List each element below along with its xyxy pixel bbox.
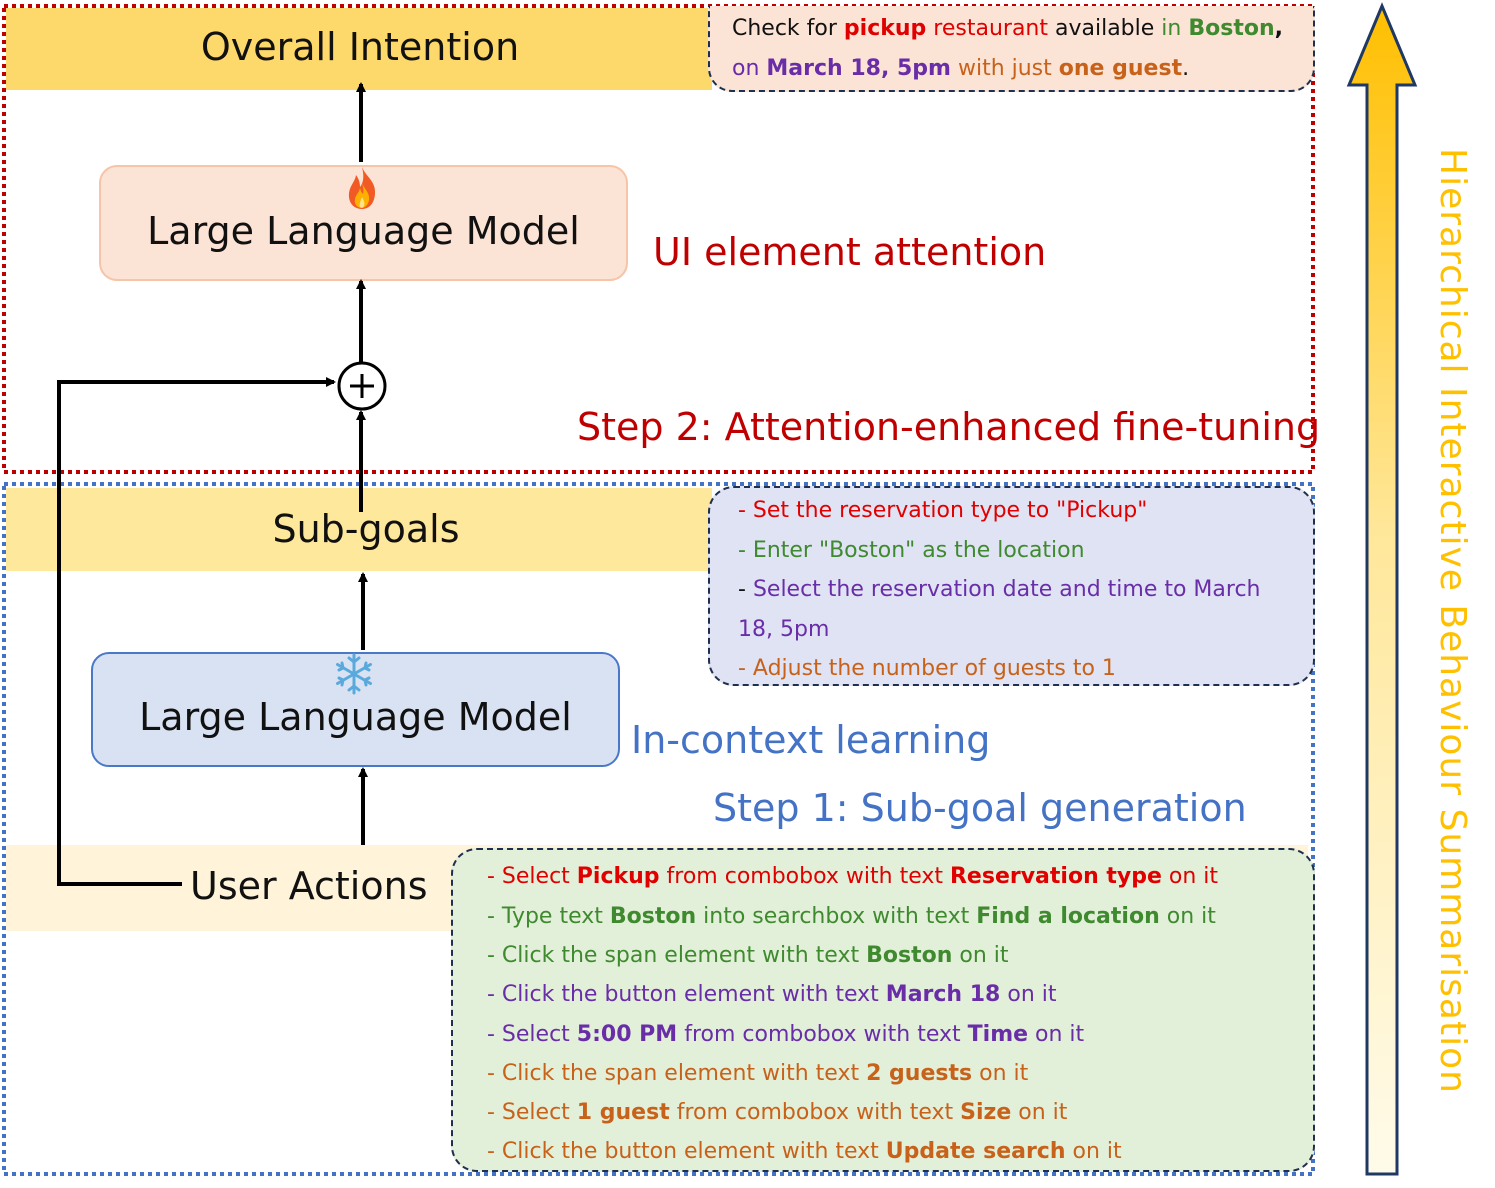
intention-line-1: Check for pickup restaurant available in… [732,16,1283,41]
sub-goals-title: Sub-goals [272,507,460,551]
llm-frozen-label: Large Language Model [139,694,572,739]
step2-label: Step 2: Attention-enhanced fine-tuning [577,405,1321,449]
plus-circle [337,361,387,411]
subgoals-note: - Set the reservation type to "Pickup" -… [708,486,1315,686]
user-actions-note: - Select Pickup from combobox with text … [451,848,1315,1172]
action-1: - Select Pickup from combobox with text … [487,864,1219,889]
llm-finetuned-label: Large Language Model [147,209,580,253]
intention-note: Check for pickup restaurant available in… [708,6,1315,92]
action-7: - Select 1 guest from combobox with text… [487,1100,1068,1125]
action-3: - Click the span element with text Bosto… [487,943,1009,968]
action-6: - Click the span element with text 2 gue… [487,1061,1029,1086]
subgoal-3-cont: 18, 5pm [738,617,830,642]
icl-label: In-context learning [631,718,991,762]
overall-intention-title: Overall Intention [200,25,520,69]
intention-band [6,8,712,90]
snowflake-icon [336,653,372,695]
action-2: - Type text Boston into searchbox with t… [487,904,1216,929]
ui-attention-label: UI element attention [653,230,1047,274]
action-4: - Click the button element with text Mar… [487,982,1057,1007]
step1-label: Step 1: Sub-goal generation [713,786,1247,830]
subgoal-4: - Adjust the number of guests to 1 [738,656,1116,681]
fire-icon [348,167,376,209]
hierarchy-arrow [1346,2,1418,1176]
action-5: - Select 5:00 PM from combobox with text… [487,1022,1085,1047]
subgoal-1: - Set the reservation type to "Pickup" [738,498,1148,523]
skip-connection [57,377,336,886]
user-actions-title: User Actions [190,864,428,908]
hierarchy-side-label: Hierarchical Interactive Behaviour Summa… [1432,148,1473,1094]
action-8: - Click the button element with text Upd… [487,1139,1122,1164]
intention-line-2: on March 18, 5pm with just one guest. [732,56,1190,81]
subgoal-3: - Select the reservation date and time t… [738,577,1261,602]
subgoal-2: - Enter "Boston" as the location [738,538,1085,563]
